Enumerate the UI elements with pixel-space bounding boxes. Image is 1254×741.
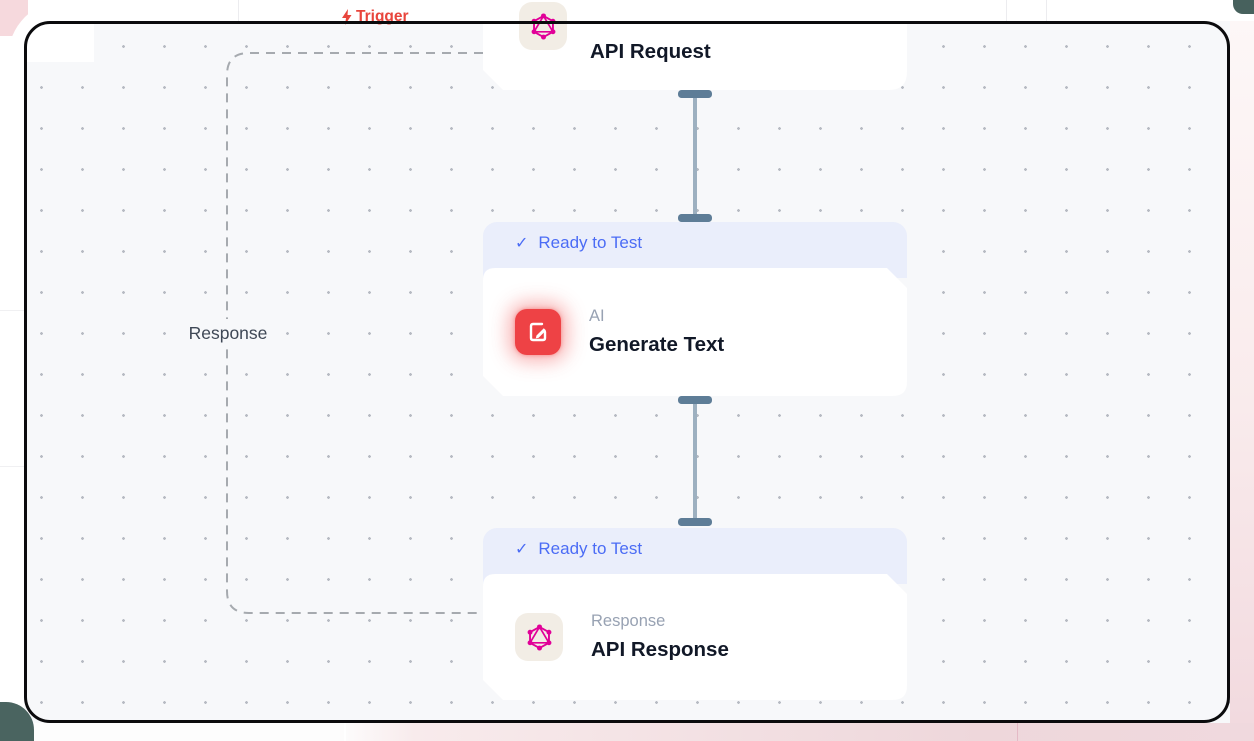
hexagon-nodes-icon bbox=[515, 613, 563, 661]
connector-line bbox=[693, 400, 697, 522]
node-text: Response API Response bbox=[591, 612, 729, 662]
node-category: Response bbox=[591, 612, 666, 630]
backdrop-divider bbox=[0, 310, 24, 311]
lightning-bolt-icon bbox=[342, 9, 352, 25]
backdrop-top bbox=[0, 0, 1254, 21]
status-badge-label: Ready to Test bbox=[538, 539, 643, 558]
backdrop-divider bbox=[1046, 0, 1047, 21]
backdrop-divider bbox=[1006, 0, 1007, 21]
trigger-label: Trigger bbox=[341, 8, 409, 26]
node-category: AI bbox=[589, 307, 605, 325]
connector-port-out[interactable] bbox=[678, 90, 712, 98]
node-title: API Response bbox=[591, 638, 729, 661]
connector-port-in[interactable] bbox=[678, 518, 712, 526]
backdrop-left bbox=[0, 21, 24, 723]
backdrop-bottom bbox=[0, 723, 1254, 741]
backdrop-teal-corner bbox=[0, 702, 34, 741]
node-title: Generate Text bbox=[589, 333, 725, 356]
backdrop-divider bbox=[0, 466, 24, 467]
loop-response-label: Response bbox=[179, 319, 277, 347]
backdrop-teal-corner bbox=[1233, 0, 1254, 14]
note-pencil-icon bbox=[515, 309, 561, 355]
hexagon-nodes-icon bbox=[519, 2, 567, 50]
backdrop-divider bbox=[344, 723, 346, 741]
connector-port-in[interactable] bbox=[678, 214, 712, 222]
check-icon: ✓ bbox=[515, 235, 529, 252]
node-title: API Request bbox=[590, 40, 711, 63]
connector-ai-to-response bbox=[678, 396, 712, 526]
status-badge-label: Ready to Test bbox=[538, 233, 643, 252]
backdrop-right bbox=[1230, 21, 1254, 723]
backdrop-divider bbox=[238, 0, 239, 21]
node-generate-text[interactable]: AI Generate Text bbox=[483, 268, 907, 396]
check-icon: ✓ bbox=[515, 541, 529, 558]
connector-port-out[interactable] bbox=[678, 396, 712, 404]
connector-request-to-ai bbox=[678, 90, 712, 222]
node-text: AI Generate Text bbox=[589, 307, 724, 357]
node-api-response[interactable]: Response API Response bbox=[483, 574, 907, 700]
backdrop-divider bbox=[1017, 723, 1018, 741]
connector-line bbox=[693, 94, 697, 218]
